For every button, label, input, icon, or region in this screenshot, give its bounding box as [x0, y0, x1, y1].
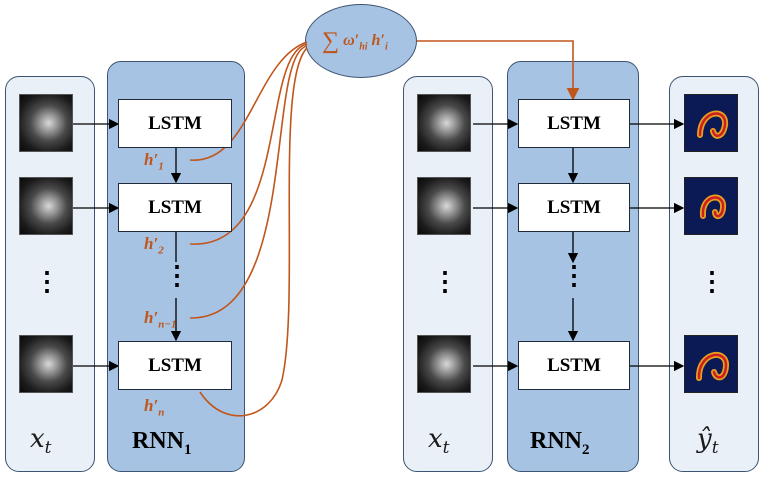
left-input-label: xt [30, 424, 52, 459]
rnn1-lstm-n: LSTM [118, 341, 232, 390]
segmentation-shape-1 [697, 110, 728, 139]
rnn2-lstm-2: LSTM [518, 183, 630, 232]
curve-hn-sum [199, 47, 308, 417]
right-mri-input-n [417, 335, 471, 393]
left-ellipsis: ⋮ [34, 267, 60, 296]
right-mri-input-1 [417, 94, 471, 152]
rnn2-lstm-n: LSTM [518, 341, 630, 390]
arrow-sum-rlstm1 [417, 40, 580, 101]
rnn2-label: RNN2 [530, 428, 590, 458]
rnn2-ellipsis: ⋮ [561, 261, 587, 290]
output-label: ŷt [697, 424, 719, 459]
attention-sum-formula: ∑ ω′hi h′i [322, 28, 388, 54]
hidden-label-h2: h′2 [144, 234, 164, 257]
rnn1-ellipsis: ⋮ [164, 261, 190, 290]
mri-input-n [19, 335, 73, 393]
rnn1-lstm-2: LSTM [118, 183, 232, 232]
segmentation-shape-2 [699, 194, 726, 220]
segmentation-output-2 [684, 177, 738, 235]
hidden-label-hn-1: h′n−1 [144, 308, 177, 331]
curve-h1-sum [189, 41, 308, 161]
right-input-label: xt [428, 424, 450, 459]
curve-hn1-sum [189, 45, 308, 319]
hidden-label-h1: h′1 [144, 150, 164, 173]
curve-h2-sum [189, 43, 308, 245]
segmentation-output-n [684, 335, 738, 393]
mri-input-2 [19, 177, 73, 235]
right-input-ellipsis: ⋮ [432, 267, 458, 296]
segmentation-output-1 [684, 94, 738, 152]
right-mri-input-2 [417, 177, 471, 235]
hidden-label-hn: h′n [144, 396, 165, 419]
rnn2-lstm-1: LSTM [518, 99, 630, 148]
mri-input-1 [19, 94, 73, 152]
rnn1-lstm-1: LSTM [118, 99, 232, 148]
rnn1-label: RNN1 [132, 428, 192, 458]
attention-sum-ellipse [305, 4, 417, 78]
segmentation-shape-n [695, 352, 729, 381]
output-ellipsis: ⋮ [699, 267, 725, 296]
